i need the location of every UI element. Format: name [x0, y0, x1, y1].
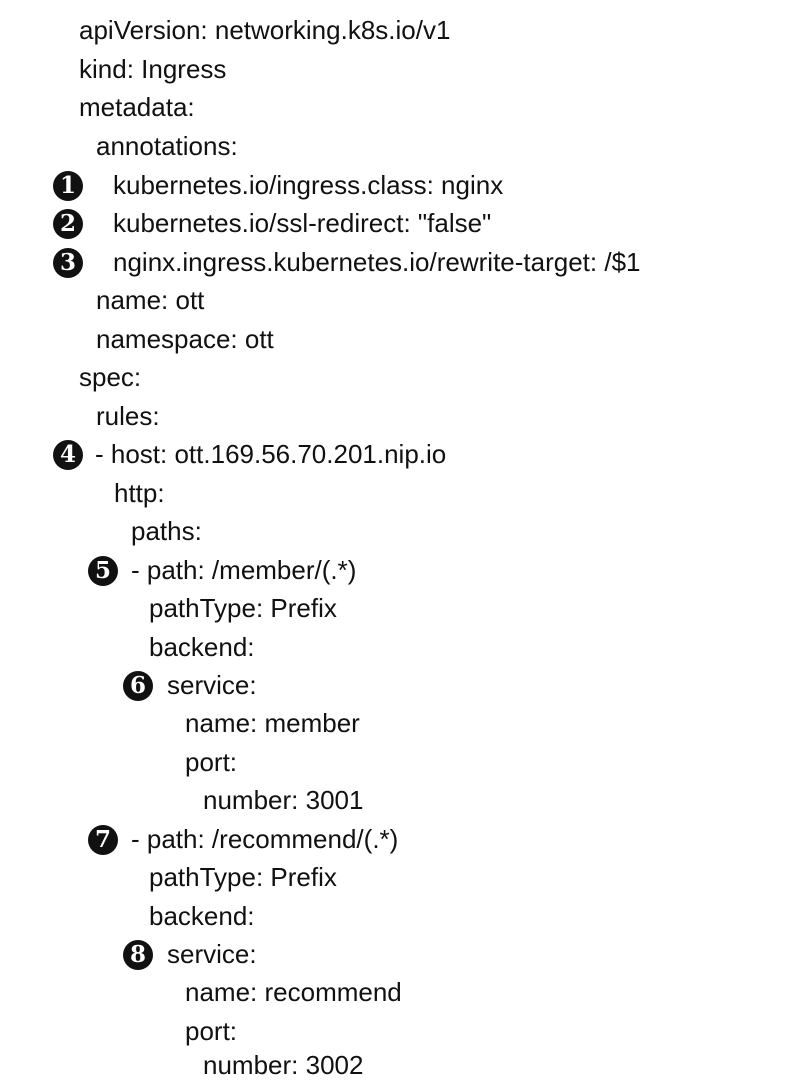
code-line: service: [167, 939, 257, 969]
code-line: name: ott [96, 285, 205, 315]
code-line: metadata: [79, 92, 195, 122]
code-line: pathType: Prefix [149, 862, 337, 892]
code-line: nginx.ingress.kubernetes.io/rewrite-targ… [113, 247, 641, 277]
code-line: name: member [185, 708, 360, 738]
code-line: kind: Ingress [79, 54, 227, 84]
code-line: http: [114, 478, 165, 508]
callout-marker-6: 6 [123, 671, 153, 701]
code-line: number: 3001 [203, 785, 364, 815]
code-line: annotations: [96, 131, 238, 161]
code-line: rules: [96, 401, 160, 431]
code-line: spec: [79, 362, 142, 392]
code-line: number: 3002 [203, 1050, 364, 1080]
callout-marker-8: 8 [123, 940, 153, 970]
callout-marker-7: 7 [88, 825, 118, 855]
callout-marker-2: 2 [53, 209, 83, 239]
callout-marker-3: 3 [53, 248, 83, 278]
code-line: apiVersion: networking.k8s.io/v1 [79, 15, 451, 45]
callout-marker-1: 1 [53, 171, 83, 201]
code-line: - path: /member/(.*) [131, 555, 357, 585]
code-line: service: [167, 670, 257, 700]
code-line: kubernetes.io/ingress.class: nginx [113, 170, 504, 200]
code-line: port: [185, 1016, 238, 1046]
code-line: - host: ott.169.56.70.201.nip.io [95, 439, 447, 469]
code-line: kubernetes.io/ssl-redirect: "false" [113, 208, 492, 238]
code-line: pathType: Prefix [149, 593, 337, 623]
code-line: backend: [149, 901, 255, 931]
code-line: port: [185, 747, 238, 777]
code-line: namespace: ott [96, 324, 274, 354]
callout-marker-5: 5 [88, 556, 118, 586]
code-line: - path: /recommend/(.*) [131, 824, 399, 854]
code-line: backend: [149, 632, 255, 662]
code-line: name: recommend [185, 977, 402, 1007]
code-line: paths: [131, 516, 202, 546]
callout-marker-4: 4 [53, 440, 83, 470]
